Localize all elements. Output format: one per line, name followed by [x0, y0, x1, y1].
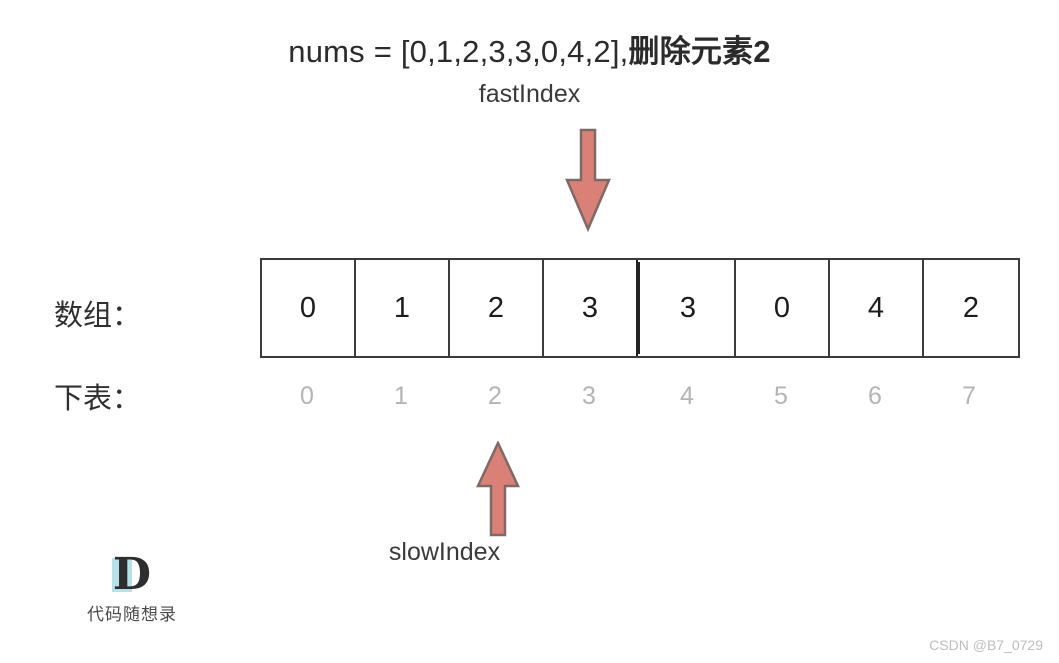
- index-label: 4: [680, 382, 694, 410]
- index-label: 6: [868, 382, 882, 410]
- index-label: 3: [582, 382, 596, 410]
- index-label: 7: [962, 382, 976, 410]
- array-cell: 0: [736, 260, 830, 356]
- page-title: nums = [0,1,2,3,3,0,4,2],删除元素2: [0, 26, 1059, 71]
- fast-index-label: fastIndex: [478, 80, 581, 108]
- slow-index-arrow-up-icon: [473, 440, 523, 542]
- array-row-label: 数组：: [54, 300, 142, 332]
- index-row-label: 下表：: [54, 383, 142, 415]
- array-cell: 3: [544, 260, 638, 356]
- array-cell: 2: [450, 260, 544, 356]
- logo-letter: D: [112, 549, 152, 600]
- slow-index-label: slowIndex: [388, 538, 501, 566]
- index-label: 1: [394, 382, 408, 410]
- index-label: 5: [774, 382, 788, 410]
- fast-index-arrow-down-icon: [563, 128, 613, 237]
- logo-accent-shape: [112, 558, 132, 592]
- index-label: 2: [488, 382, 502, 410]
- watermark: CSDN @B7_0729: [929, 637, 1043, 653]
- logo-text: 代码随想录: [87, 605, 177, 625]
- array-cell: 3: [642, 260, 736, 356]
- logo-d-icon: D: [104, 552, 160, 598]
- array-cell: 2: [962, 291, 980, 324]
- brand-logo: D 代码随想录: [57, 552, 207, 626]
- title-expression: nums = [0,1,2,3,3,0,4,2],: [288, 34, 629, 69]
- array-boxes: 0 1 2 3 3 0 4 2: [260, 258, 1020, 358]
- index-row: 0 1 2 3 4 5 6 7: [260, 382, 1016, 411]
- array-cell: 1: [356, 260, 450, 356]
- title-operation: 删除元素2: [628, 34, 771, 69]
- array-cell: 4: [830, 260, 924, 356]
- index-label: 0: [300, 382, 314, 410]
- array-cell: 0: [262, 260, 356, 356]
